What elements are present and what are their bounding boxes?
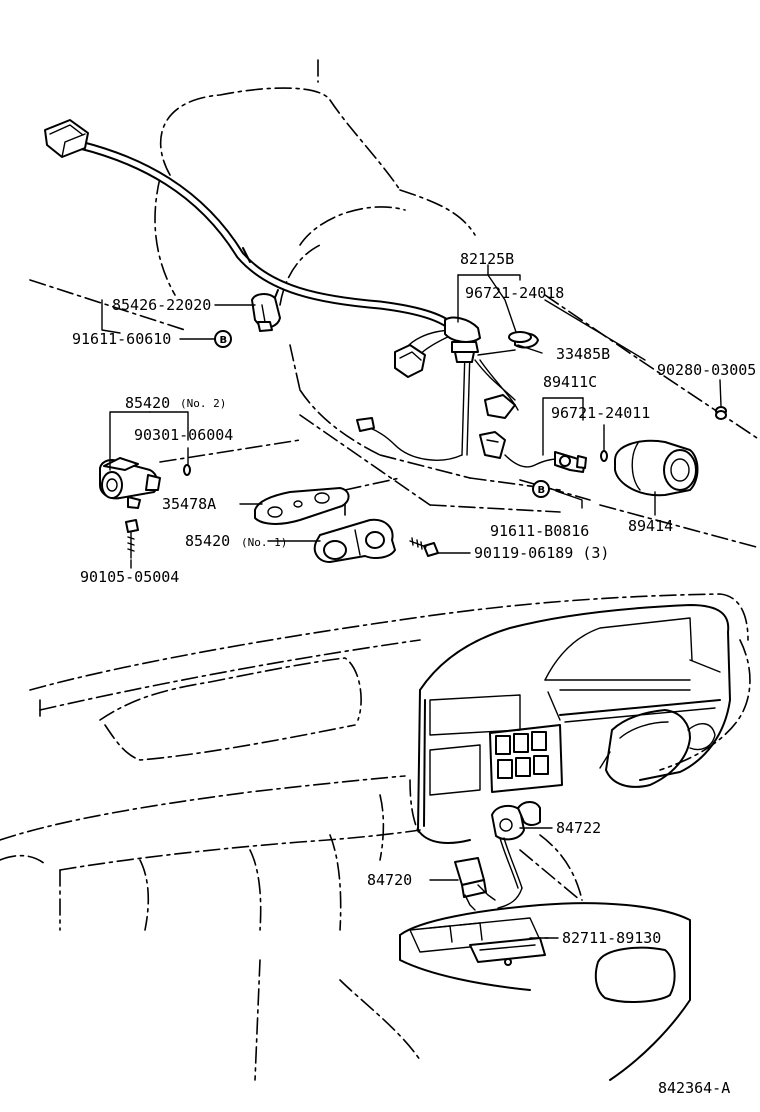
- svg-text:B: B: [538, 485, 546, 496]
- harness-grommet: [444, 316, 481, 363]
- sensor-89411c: [554, 451, 587, 473]
- bolt-90119-06189: [409, 537, 439, 557]
- part-labels: 82125B 96721-24018 85426-22020 91611-606…: [72, 250, 756, 1097]
- clip-85426-22020: [251, 293, 281, 332]
- gasket-35478a: [254, 487, 350, 525]
- instrument-cluster: [417, 604, 731, 844]
- bolt-90105-05004: [125, 519, 139, 559]
- label-90301-06004: 90301-06004: [134, 426, 233, 444]
- label-82711-89130: 82711-89130: [562, 929, 661, 947]
- label-96721-24011: 96721-24011: [551, 404, 650, 422]
- leader-lines: [101, 264, 722, 939]
- sensor-89414: [614, 439, 699, 497]
- label-85420-no1-note: (No. 1): [241, 536, 287, 549]
- svg-text:B: B: [220, 335, 228, 346]
- switch-84722: [491, 801, 541, 909]
- b-marker-upper: B: [214, 330, 232, 348]
- label-90105-05004: 90105-05004: [80, 568, 179, 586]
- label-84722: 84722: [556, 819, 601, 837]
- switch-84720: [454, 857, 496, 911]
- label-91611-60610: 91611-60610: [72, 330, 171, 348]
- label-85420-no2-note: (No. 2): [180, 397, 226, 410]
- solenoid-85420-no1: [313, 518, 396, 563]
- b-marker-lower: B: [532, 480, 550, 498]
- label-33485b: 33485B: [556, 345, 610, 363]
- switch-panel: [489, 724, 563, 793]
- diagram-code: 842364-A: [658, 1079, 730, 1097]
- label-35478a: 35478A: [162, 495, 216, 513]
- label-90119-06189: 90119-06189 (3): [474, 544, 609, 562]
- o-ring-96721-24011: [600, 450, 608, 462]
- center-console: [254, 902, 691, 1081]
- o-ring-90301-06004: [183, 464, 191, 476]
- label-90280-03005: 90280-03005: [657, 361, 756, 379]
- label-89411c: 89411C: [543, 373, 597, 391]
- label-82125b: 82125B: [460, 250, 514, 268]
- harness-connector-main: [44, 119, 89, 158]
- label-84720: 84720: [367, 871, 412, 889]
- ring-90280-03005: [715, 406, 727, 420]
- label-96721-24018: 96721-24018: [465, 284, 564, 302]
- label-89414: 89414: [628, 517, 673, 535]
- label-85420-no1: 85420: [185, 532, 230, 550]
- dashboard-outline: [0, 593, 751, 931]
- solenoid-85420-no2: [99, 457, 161, 509]
- label-91611-b0816: 91611-B0816: [490, 522, 589, 540]
- label-85420-no2: 85420: [125, 394, 170, 412]
- washer-96721-24018: [508, 331, 532, 343]
- label-85426-22020: 85426-22020: [112, 296, 211, 314]
- steering-column: [599, 709, 716, 788]
- engine-outline: [29, 59, 760, 549]
